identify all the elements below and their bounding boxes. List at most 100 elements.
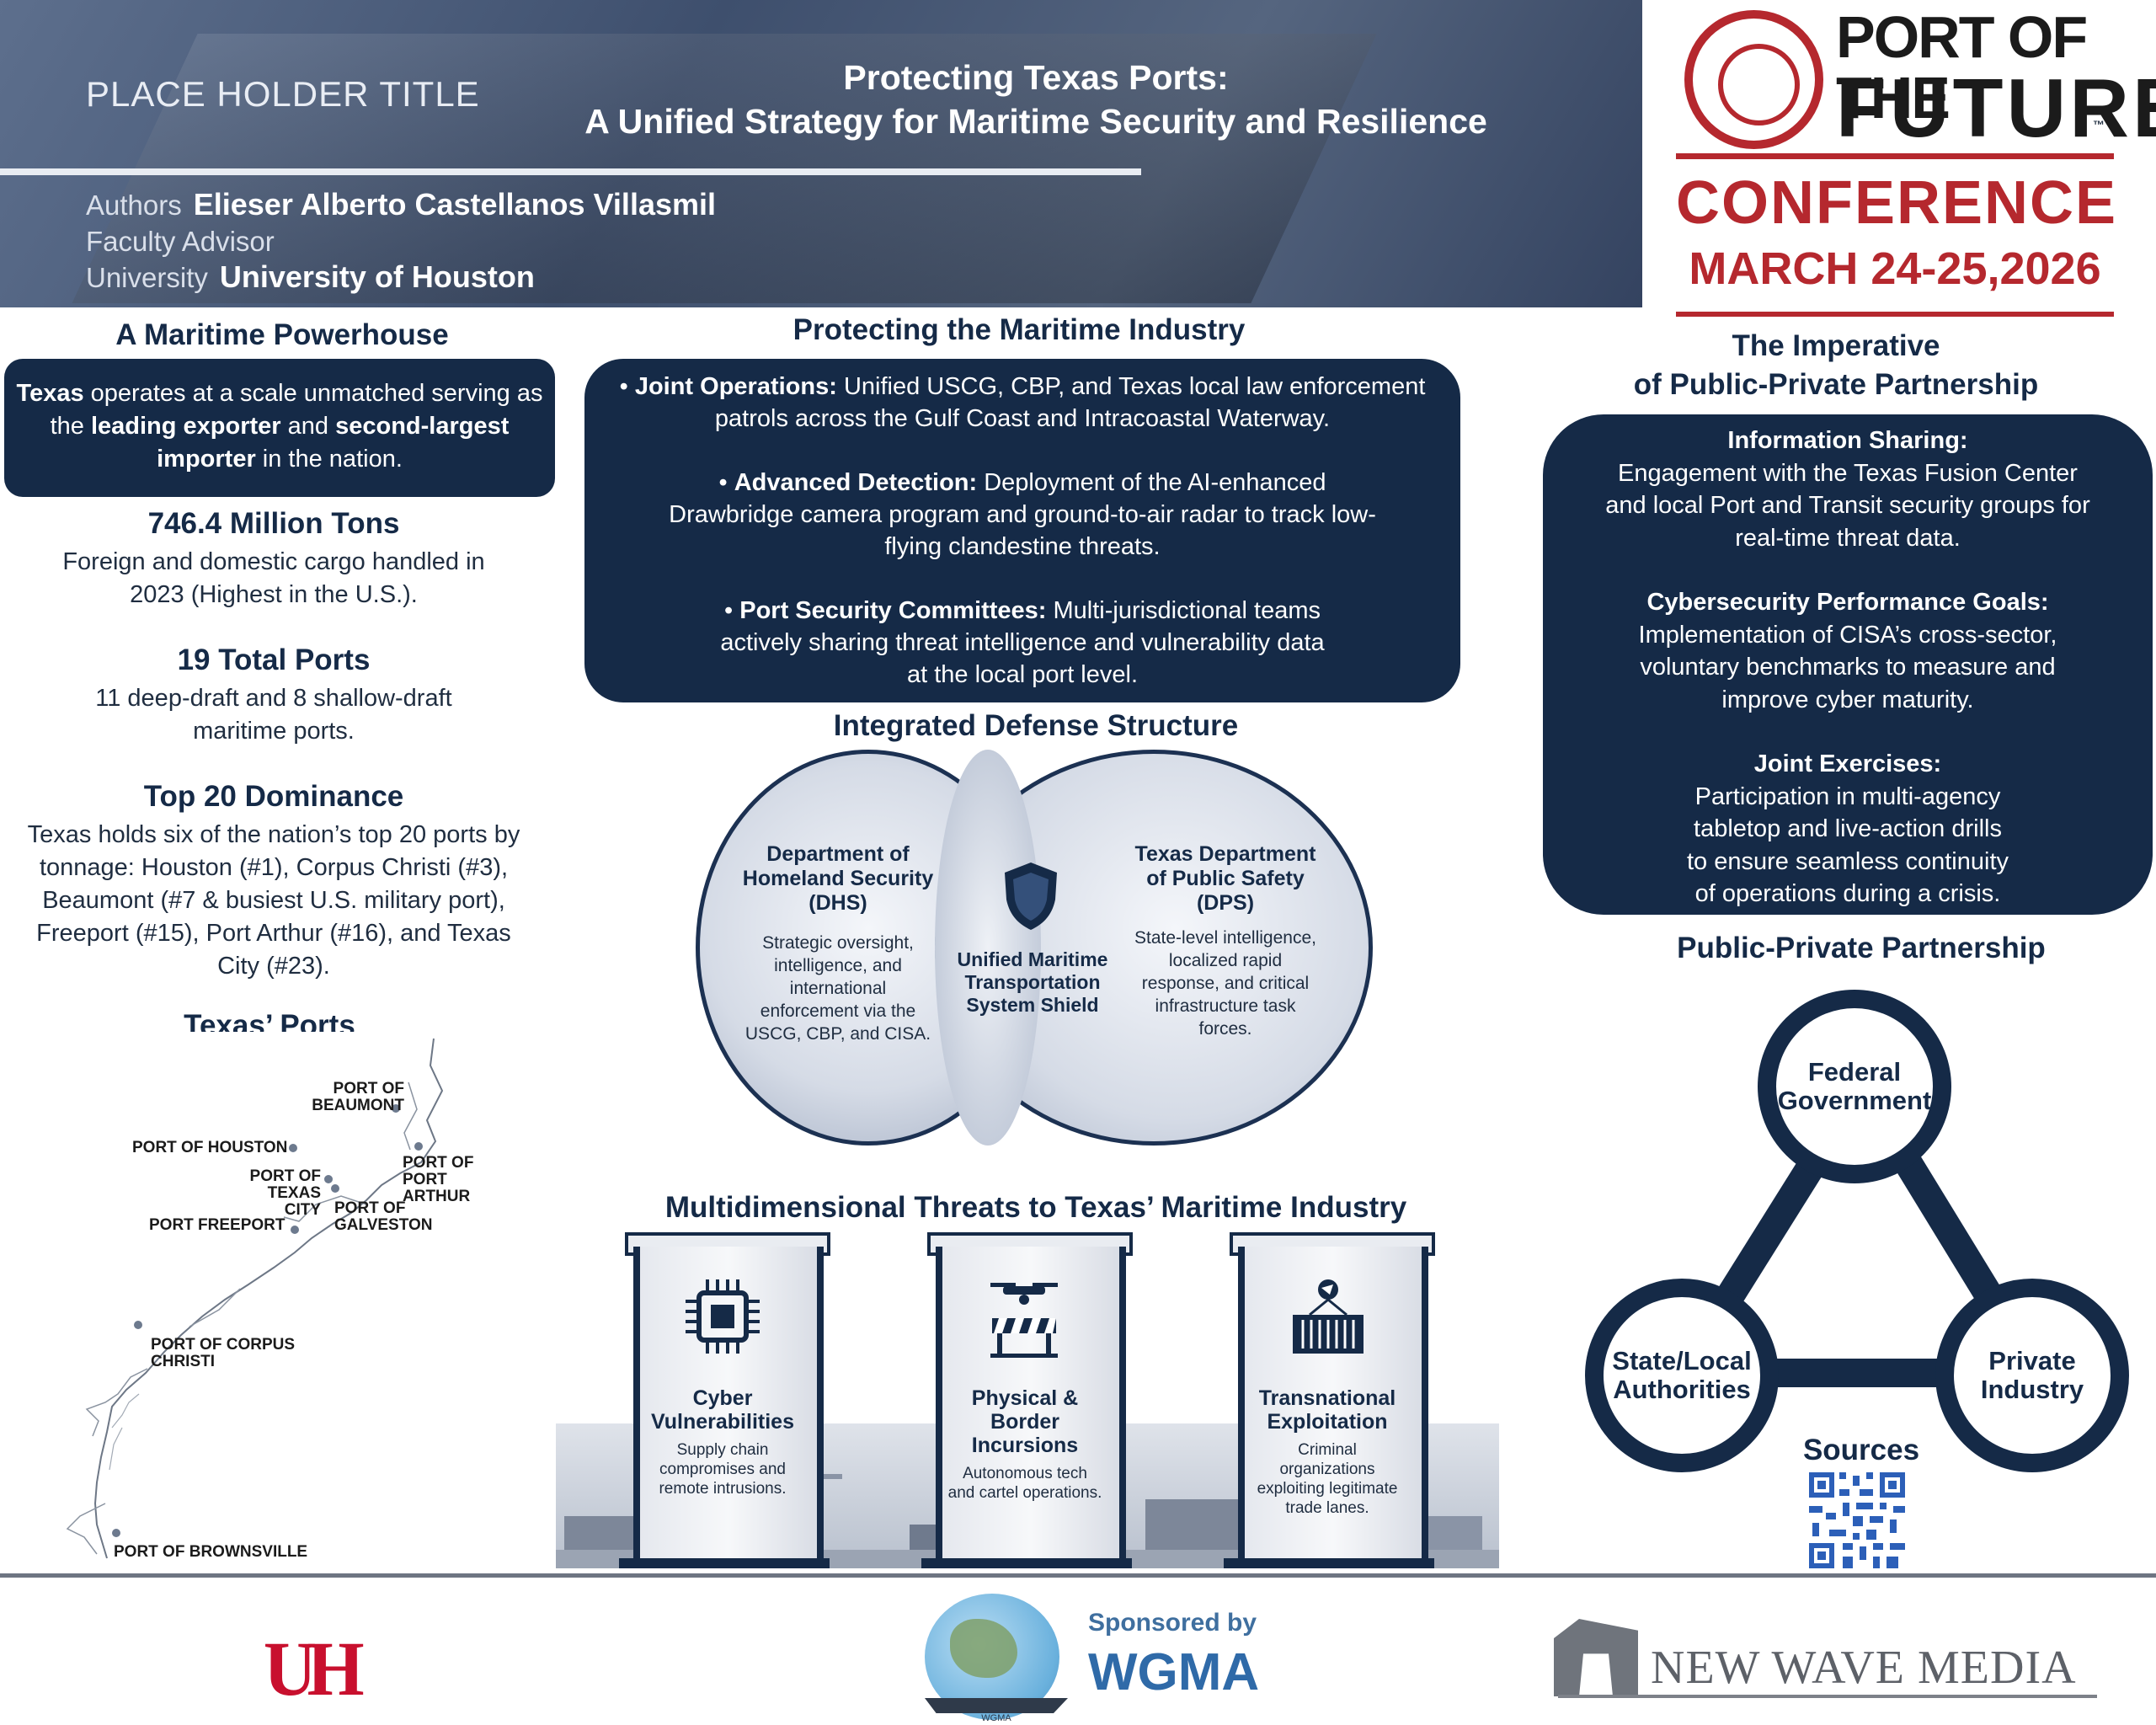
imperative-title: The Imperative of Public-Private Partner… (1566, 327, 2105, 404)
imperative-box: Information Sharing: Engagement with the … (1543, 414, 2153, 915)
stat-heading-tons: 746.4 Million Tons (147, 507, 400, 540)
imperative-block-body: Participation in multi-agency tabletop a… (1686, 782, 2009, 908)
node-federal-government: Federal Government (1758, 990, 1951, 1183)
corpus-christi-marker (134, 1321, 142, 1329)
globe-logo-icon (1684, 10, 1823, 149)
media-logo-underline (1558, 1695, 2097, 1698)
venn-dps-heading: Texas Department of Public Safety (DPS) (1134, 842, 1316, 915)
logo-rule-top (1676, 153, 2114, 159)
authors-label: Authors (86, 190, 182, 221)
university-value: University of Houston (219, 259, 535, 294)
powerhouse-text3: in the nation. (255, 446, 403, 473)
threat-physical-desc: Autonomous tech and cartel operations. (947, 1465, 1102, 1502)
label-brownsville: PORT OF BROWNSVILLE (114, 1543, 308, 1561)
imperative-block-heading: Information Sharing: (1727, 427, 1968, 454)
globe-caption: WGMA (981, 1713, 1011, 1723)
venn-dps-body: State-level intelligence, localized rapi… (1134, 928, 1316, 1039)
threat-cyber-title: Cyber Vulnerabilities (651, 1386, 794, 1434)
threat-pillar-cyber (633, 1247, 824, 1567)
powerhouse-importer: second-largest importer (157, 413, 510, 473)
threat-pillar-physical (936, 1247, 1126, 1567)
node-state-local-label: State/Local Authorities (1612, 1346, 1752, 1404)
conference-logo: PORT OF THE FUTURE ™ CONFERENCE MARCH 24… (1676, 0, 2156, 320)
imperative-block-cyber: Cybersecurity Performance Goals:Implemen… (1543, 586, 2153, 716)
label-texas-city: PORT OF TEXAS CITY (249, 1167, 321, 1219)
node-state-local: State/Local Authorities (1585, 1279, 1779, 1472)
stat-body-tons: Foreign and domestic cargo handled in 20… (62, 548, 485, 608)
shield-icon (1001, 861, 1060, 932)
label-freeport: PORT FREEPORT (149, 1216, 286, 1234)
protecting-item-committees: • Port Security Committees: Multi-jurisd… (720, 597, 1325, 688)
logo-conference: CONFERENCE (1676, 169, 2118, 237)
logo-dates: MARCH 24-25,2026 (1689, 243, 2101, 294)
imperative-block-body: Engagement with the Texas Fusion Center … (1605, 459, 2090, 552)
node-federal-label: Federal Government (1777, 1057, 1932, 1115)
protecting-item-text: Unified USCG, CBP, and Texas local law e… (714, 373, 1426, 432)
powerhouse-texas: Texas (16, 380, 84, 407)
header-banner: PLACE HOLDER TITLE Protecting Texas Port… (0, 0, 1642, 307)
texas-city-marker (324, 1175, 333, 1183)
powerhouse-title: A Maritime Powerhouse (115, 318, 449, 351)
defense-title: Integrated Defense Structure (833, 709, 1239, 742)
logo-rule-bottom (1676, 312, 2114, 317)
threat-cyber-desc: Supply chain compromises and remote intr… (659, 1441, 787, 1498)
imperative-title-line1: The Imperative (1732, 329, 1940, 362)
footer-rule (0, 1573, 2156, 1578)
venn-dhs-body: Strategic oversight, intelligence, and i… (744, 933, 931, 1044)
pillar-base (1224, 1558, 1434, 1568)
protecting-item-lead: Joint Operations: (634, 373, 837, 400)
header-rule (0, 168, 1141, 175)
label-beaumont: PORT OF BEAUMONT (312, 1080, 404, 1114)
stat-body-ports: 11 deep-draft and 8 shallow-draft mariti… (95, 685, 452, 745)
sources-title: Sources (1802, 1434, 1920, 1466)
new-wave-media-icon (1554, 1619, 1638, 1696)
protecting-title: Protecting the Maritime Industry (792, 313, 1246, 346)
port-arthur-marker (414, 1142, 423, 1151)
sources-qr-code[interactable] (1809, 1472, 1905, 1568)
houston-marker (289, 1144, 297, 1152)
venn-dhs-heading: Department of Homeland Security (DHS) (742, 842, 934, 915)
label-houston: PORT OF HOUSTON (132, 1139, 288, 1156)
poster-title-line2: A Unified Strategy for Maritime Security… (584, 102, 1487, 141)
brownsville-marker (112, 1529, 120, 1537)
powerhouse-exporter: leading exporter (90, 413, 281, 440)
threat-transnational-title: Transnational Exploitation (1258, 1386, 1396, 1434)
logo-line1: PORT OF THE (1836, 4, 2088, 131)
drone-barrier-icon (982, 1276, 1066, 1360)
placeholder-title: PLACE HOLDER TITLE (86, 74, 480, 114)
label-galveston: PORT OF GALVESTON (334, 1199, 433, 1234)
poster-title: Protecting Texas Ports: A Unified Strate… (522, 56, 1550, 143)
authors-value: Elieser Alberto Castellanos Villasmil (193, 187, 716, 222)
advisor-row: Faculty Advisor (86, 226, 275, 258)
protecting-item-lead: Port Security Committees: (739, 597, 1047, 624)
protecting-box: • Joint Operations: Unified USCG, CBP, a… (584, 359, 1460, 702)
imperative-title-line2: of Public-Private Partnership (1633, 368, 2039, 401)
imperative-block-heading: Cybersecurity Performance Goals: (1646, 589, 2049, 616)
protecting-item-text: Deployment of the AI-enhanced Drawbridge… (669, 469, 1376, 560)
authors-row: Authors Elieser Alberto Castellanos Villa… (86, 187, 716, 222)
pillar-base (619, 1558, 830, 1568)
logo-trademark: ™ (2093, 118, 2105, 131)
powerhouse-box: Texas operates at a scale unmatched serv… (4, 359, 555, 497)
label-corpus-christi: PORT OF CORPUS CHRISTI (151, 1336, 296, 1370)
sponsor-name: WGMA (1088, 1643, 1260, 1701)
imperative-block-info: Information Sharing: Engagement with the … (1543, 425, 2153, 554)
wgma-globe-logo: WGMA (925, 1594, 1068, 1724)
freeport-marker (291, 1226, 299, 1234)
texas-ports-map: PORT OF BEAUMONT PORT OF HOUSTON PORT OF… (46, 1032, 497, 1571)
stat-body-top20: Texas holds six of the nation’s top 20 p… (27, 821, 520, 980)
new-wave-media-logo: NEW WAVE MEDIA (1651, 1642, 2077, 1694)
poster-title-line1: Protecting Texas Ports: (843, 58, 1229, 97)
protecting-item-detection: • Advanced Detection: Deployment of the … (669, 469, 1376, 560)
protecting-item-text: Multi-jurisdictional teams actively shar… (720, 597, 1325, 688)
stat-heading-ports: 19 Total Ports (177, 644, 371, 676)
advisor-label: Faculty Advisor (86, 226, 275, 257)
imperative-block-heading: Joint Exercises: (1753, 750, 1942, 777)
container-icon (1284, 1276, 1369, 1360)
label-port-arthur: PORT OF PORT ARTHUR (403, 1154, 474, 1205)
node-private-label: Private Industry (1980, 1346, 2084, 1404)
threats-title: Multidimensional Threats to Texas’ Marit… (664, 1191, 1407, 1224)
powerhouse-text2: and (280, 413, 336, 440)
venn-overlap (935, 750, 1041, 1146)
sponsored-by-label: Sponsored by (1088, 1609, 1257, 1637)
